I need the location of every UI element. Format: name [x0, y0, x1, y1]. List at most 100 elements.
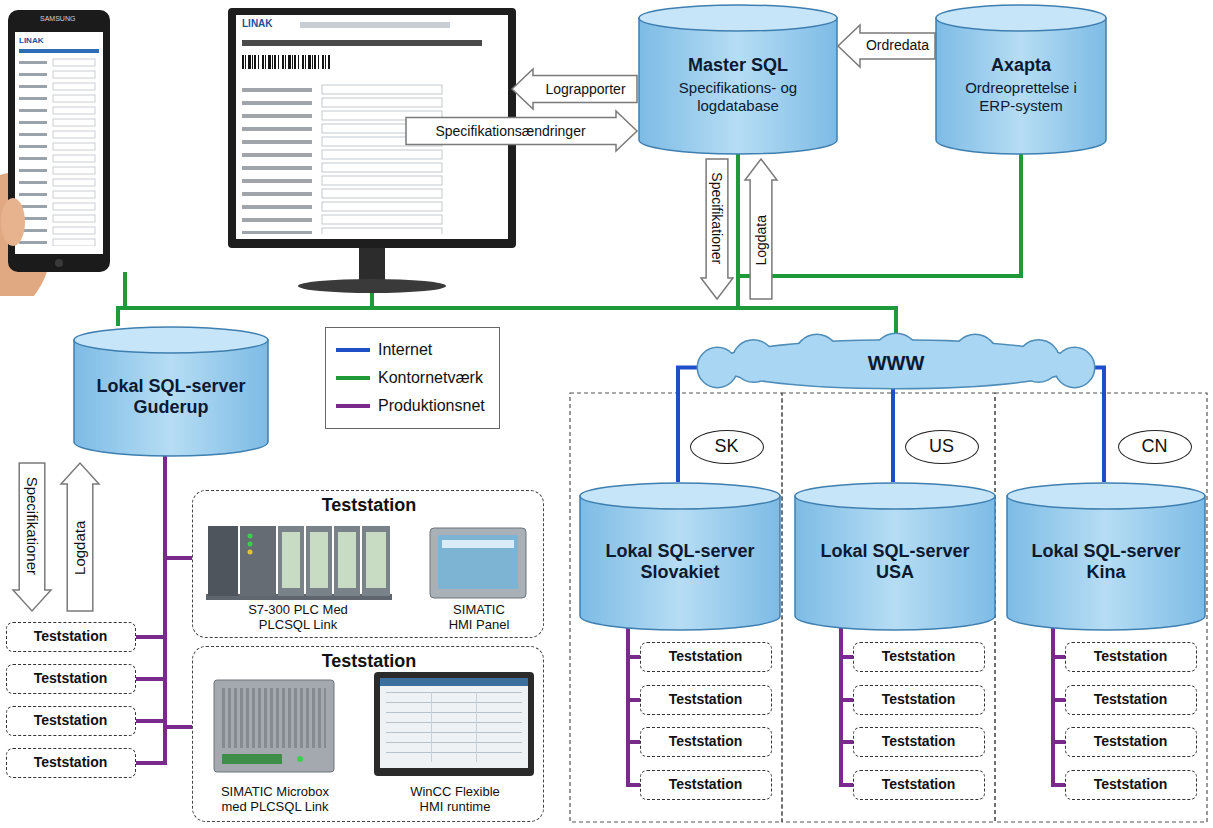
node-text: Teststation [34, 628, 108, 645]
network-line [136, 456, 165, 763]
text-holder: Specifikationer [12, 462, 52, 590]
cylinder-top [936, 5, 1106, 31]
database-cylinder: Master SQLSpecifikations- og logdatabase [638, 4, 838, 154]
text-holder: Teststation [641, 643, 770, 670]
status-led [297, 756, 303, 762]
text-holder: SK [691, 431, 762, 462]
tablet-illustration [0, 10, 110, 296]
status-led [248, 534, 253, 539]
block-arrow: Logdata [744, 158, 778, 300]
node-text: Teststation [34, 754, 108, 771]
node-text: Teststation [219, 651, 519, 672]
node-text: Teststation [669, 648, 743, 665]
screen-menu [300, 22, 450, 28]
node-text: Logdata [753, 215, 770, 266]
text-holder: Teststation [854, 686, 983, 713]
block-arrow-outline [745, 159, 777, 299]
text-holder: Teststation [854, 728, 983, 755]
network-line [1094, 367, 1104, 482]
text-holder: WWW [698, 339, 1094, 388]
text-holder: Teststation [1066, 643, 1195, 670]
site-badge: US [905, 430, 979, 464]
network-line [891, 388, 895, 482]
cylinder-top [1007, 483, 1205, 509]
test-station-box: Teststation [6, 748, 136, 778]
cloud-fill [698, 334, 1094, 388]
office-network-drop [370, 293, 374, 308]
node-text: Teststation [34, 712, 108, 729]
text-holder: Teststation [641, 771, 770, 798]
cloud-lobe [795, 335, 838, 378]
cylinder-body [74, 340, 268, 456]
wincc-screen-illustration [374, 672, 534, 776]
plc-module [208, 526, 238, 596]
cloud-lobe [733, 340, 774, 381]
simatic-microbox-illustration [214, 680, 334, 772]
plc-module [306, 526, 332, 596]
block-arrow: Specifikationsændringer [405, 110, 638, 152]
block-arrow-outline [406, 111, 637, 151]
text-holder: TeststationS7-300 PLC Med PLCSQL LinkSIM… [193, 491, 542, 636]
hmi-panel-illustration [430, 528, 526, 598]
node-text: Teststation [669, 733, 743, 750]
node-text: Teststation [1094, 776, 1168, 793]
test-station-box: Teststation [853, 770, 985, 800]
database-cylinder: Lokal SQL-server Guderup [73, 326, 269, 456]
network-line [738, 154, 1021, 276]
database-cylinder: Lokal SQL-server Slovakiet [579, 482, 781, 630]
node-text: Teststation [882, 648, 956, 665]
microbox-fins [222, 688, 326, 748]
module-front [282, 532, 300, 588]
panel-frame [430, 528, 526, 598]
cylinder-body [639, 18, 837, 154]
database-cylinder: Lokal SQL-server Kina [1006, 482, 1206, 630]
s7-300-plc-illustration [206, 526, 392, 600]
node-outline [638, 4, 838, 154]
device-label: WinCC Flexible HMI runtime [405, 785, 505, 815]
screen-titlebar [380, 678, 528, 686]
node-text: US [929, 436, 954, 457]
block-arrow: Specifikationer [12, 462, 52, 612]
test-station-box: Teststation [640, 642, 772, 672]
text-holder: Teststation [854, 643, 983, 670]
test-station-box: Teststation [640, 727, 772, 757]
module-front [310, 532, 328, 588]
text-holder: Lokal SQL-server Guderup [81, 356, 261, 438]
test-station-box: Teststation [853, 685, 985, 715]
test-station-box: Teststation [1065, 685, 1197, 715]
block-arrow-outline [61, 463, 99, 611]
screen-form [19, 58, 99, 246]
block-arrow: Logdata [60, 462, 100, 612]
network-line [678, 367, 698, 482]
legend-swatch [336, 373, 370, 383]
screen-form [242, 84, 502, 234]
status-led [248, 550, 253, 555]
legend-text: Produktionsnet [378, 397, 485, 415]
legend-row: Kontornetværk [336, 364, 489, 392]
text-holder: Teststation [7, 707, 134, 734]
node-text: SK [714, 436, 738, 457]
network-line [165, 456, 192, 558]
legend-line-sample [336, 348, 370, 352]
block-arrow-outline [701, 159, 733, 299]
legend-line-sample [336, 404, 370, 408]
legend-line-sample [336, 376, 370, 380]
test-station-box: Teststation [6, 622, 136, 652]
screen-table [386, 692, 522, 762]
connector-label: Ordredata [864, 38, 931, 53]
node-text: Teststation [219, 495, 519, 516]
node-text: Lograpporter [545, 81, 625, 98]
device-label: SIMATIC Microbox med PLCSQL Link [213, 785, 338, 815]
cloud-lobe [733, 340, 774, 381]
node-text: Lokal SQL-server Guderup [91, 376, 251, 418]
text-holder: Teststation [7, 623, 134, 650]
test-station-box: Teststation [853, 642, 985, 672]
monitor-base [298, 279, 446, 293]
text-holder: Lograpporter [533, 68, 638, 110]
node-text: Lokal SQL-server Slovakiet [597, 541, 763, 583]
legend-swatch [336, 345, 370, 355]
node-text: Lokal SQL-server USA [812, 541, 978, 583]
module-front [366, 532, 386, 588]
legend-text: Kontornetværk [378, 369, 483, 387]
text-holder: Teststation [1066, 686, 1195, 713]
